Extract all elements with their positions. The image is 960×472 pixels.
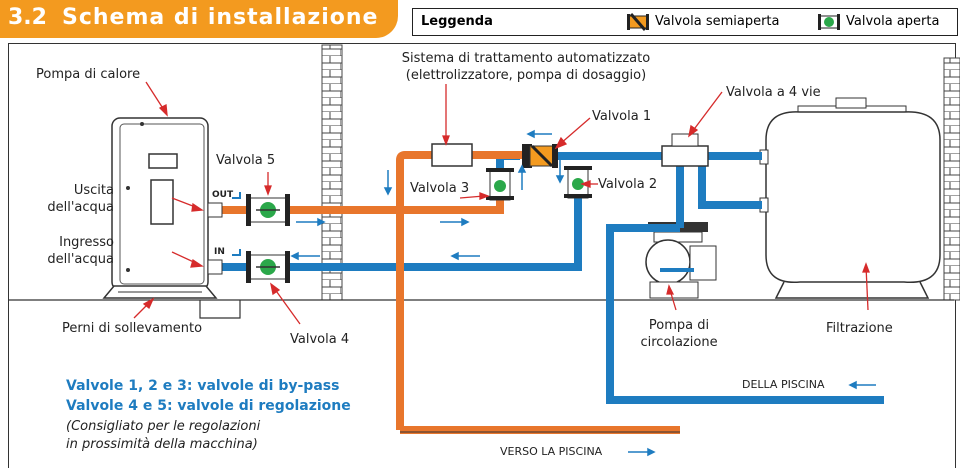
ground-notch [199, 300, 241, 319]
callout-arrows [133, 81, 870, 325]
section-title: Schema di installazione [62, 5, 379, 30]
valve-1-label: Valvola 1 [592, 109, 652, 124]
valve-2 [564, 166, 592, 199]
heat-pump [102, 117, 218, 299]
note-regulation: Valvole 4 e 5: valvole di regolazione [66, 398, 351, 414]
section-header: 3.2 Schema di installazione [0, 0, 398, 38]
out-tag: OUT [212, 190, 234, 200]
legend-title: Leggenda [421, 14, 493, 29]
note-recommended-2: in prossimità della macchina) [66, 437, 258, 452]
water-in-label-2: dell'acqua [47, 252, 114, 267]
wall-left [321, 44, 343, 301]
valve-1 [522, 144, 558, 168]
note-bypass: Valvole 1, 2 e 3: valvole di by-pass [66, 378, 340, 394]
four-way-valve [661, 133, 709, 167]
open-valve-icon [818, 14, 840, 30]
wall-right [943, 57, 960, 301]
legend-half-open-label: Valvola semiaperta [655, 14, 780, 29]
flow-arrows [290, 129, 876, 457]
valve-5 [246, 194, 290, 226]
water-out-label-1: Uscita [73, 183, 114, 198]
to-pool-label: VERSO LA PISCINA [500, 445, 603, 458]
treatment-label-2: (elettrolizzatore, pompa di dosaggio) [405, 68, 647, 83]
valve-2-label: Valvola 2 [598, 177, 658, 192]
treatment-label-1: Sistema di trattamento automatizzato [401, 51, 651, 66]
section-number: 3.2 [8, 5, 47, 30]
legend-open-label: Valvola aperta [846, 14, 940, 29]
note-recommended-1: (Consigliato per le regolazioni [66, 419, 261, 434]
cold-pipes [222, 152, 884, 404]
water-in-label-1: Ingresso [59, 235, 114, 250]
in-connector [207, 249, 241, 275]
out-connector [207, 192, 241, 218]
valve-4 [246, 251, 290, 283]
valve-5-label: Valvola 5 [216, 153, 276, 168]
hot-pipes [222, 151, 680, 434]
pump-label-2: circolazione [640, 335, 718, 350]
treatment-system [431, 143, 473, 167]
in-tag: IN [214, 247, 225, 257]
legend-box: Leggenda Valvola semiaperta Valvola aper… [412, 8, 958, 36]
water-out-label-2: dell'acqua [47, 200, 114, 215]
valve-3 [486, 168, 514, 201]
lift-pins-label: Perni di sollevamento [62, 321, 203, 336]
pump-label-1: Pompa di [648, 318, 710, 333]
filtration-label: Filtrazione [826, 321, 893, 336]
heat-pump-label: Pompa di calore [36, 67, 141, 82]
valve-3-label: Valvola 3 [410, 181, 470, 196]
from-pool-label: DELLA PISCINA [742, 378, 825, 391]
filter-tank [759, 97, 941, 299]
valve-4-label: Valvola 4 [290, 332, 350, 347]
circulation-pump [645, 222, 717, 299]
four-way-valve-label: Valvola a 4 vie [726, 85, 821, 100]
half-open-valve-icon [627, 13, 649, 31]
